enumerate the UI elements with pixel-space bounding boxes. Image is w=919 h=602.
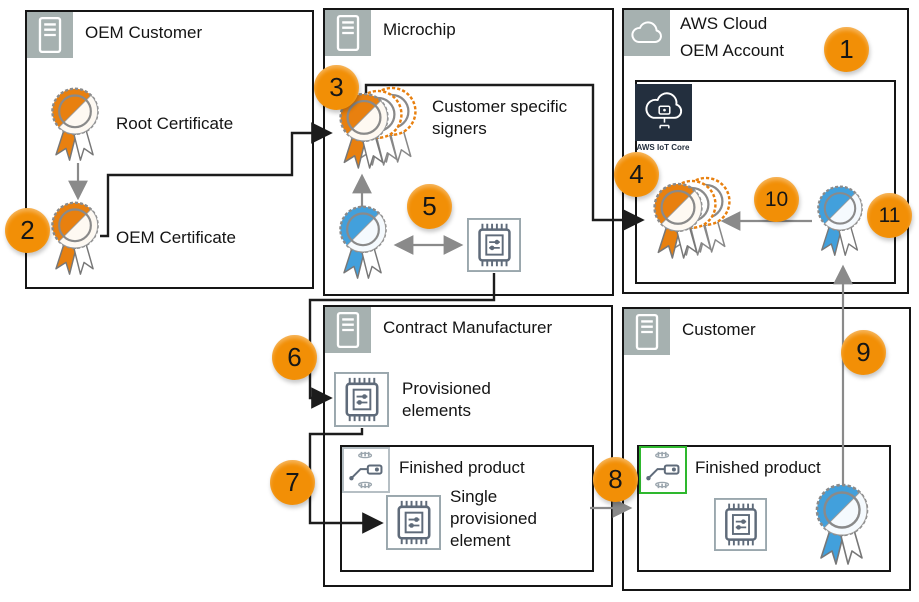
customer-specific-signers-label: Customer specific signers bbox=[432, 97, 568, 139]
oem-customer-header bbox=[27, 12, 73, 58]
aws-verification-certificate-icon bbox=[812, 184, 868, 257]
finished-product-board-icon-green bbox=[639, 446, 687, 494]
step-badge-5: 5 bbox=[407, 184, 452, 229]
customer-title: Customer bbox=[682, 320, 756, 339]
finished-product-cm-label: Finished product bbox=[399, 458, 525, 477]
step-badge-6: 6 bbox=[272, 335, 317, 380]
step-badge-8: 8 bbox=[593, 457, 638, 502]
box-oem-customer bbox=[25, 10, 314, 289]
customer-chip-icon bbox=[714, 497, 767, 552]
arrow-signers-to-aws bbox=[364, 83, 645, 231]
verification-certificate-icon bbox=[334, 204, 392, 280]
provisioned-elements-label: Provisioned elements bbox=[402, 379, 491, 421]
customer-header bbox=[624, 309, 670, 355]
step-badge-11: 11 bbox=[867, 193, 912, 238]
finished-product-customer-label: Finished product bbox=[695, 458, 821, 477]
box-customer bbox=[622, 307, 911, 591]
root-certificate-icon bbox=[46, 86, 104, 162]
box-microchip bbox=[323, 8, 614, 296]
box-aws-cloud bbox=[622, 8, 909, 294]
contract-manufacturer-header bbox=[325, 307, 371, 353]
step-badge-3: 3 bbox=[314, 65, 359, 110]
contract-manufacturer-title: Contract Manufacturer bbox=[383, 318, 553, 337]
step-badge-2: 2 bbox=[5, 208, 50, 253]
step-badge-7: 7 bbox=[270, 460, 315, 505]
secure-element-chip-icon bbox=[467, 217, 521, 273]
provisioned-elements-chip-icon bbox=[334, 371, 389, 428]
arrow-oem-cert-to-signers bbox=[100, 122, 333, 238]
arrow-chip-to-provisioned bbox=[308, 273, 496, 409]
aws-cloud-header bbox=[624, 10, 670, 56]
customer-device-certificate-icon bbox=[810, 482, 874, 566]
oem-certificate-icon bbox=[46, 200, 104, 276]
step-badge-10: 10 bbox=[754, 177, 799, 222]
aws-cloud-title-line1: AWS Cloud bbox=[680, 14, 768, 33]
microchip-header bbox=[325, 10, 371, 56]
box-contract-manufacturer bbox=[323, 305, 613, 587]
root-certificate-label: Root Certificate bbox=[116, 114, 234, 133]
aws-iot-core-icon bbox=[635, 84, 692, 141]
single-provisioned-element-chip-icon bbox=[386, 494, 441, 551]
step-badge-4: 4 bbox=[614, 152, 659, 197]
single-provisioned-element-label: Single provisioned element bbox=[450, 487, 537, 551]
microchip-title: Microchip bbox=[383, 20, 456, 39]
arrow-provisioned-to-single bbox=[308, 428, 384, 534]
box-finished-product-customer bbox=[637, 445, 891, 572]
step-badge-1: 1 bbox=[824, 27, 869, 72]
step-badge-9: 9 bbox=[841, 330, 886, 375]
finished-product-board-icon bbox=[342, 447, 390, 493]
aws-iot-core-label: AWS IoT Core bbox=[636, 143, 690, 152]
oem-certificate-label: OEM Certificate bbox=[116, 228, 236, 247]
aws-cloud-title-line2: OEM Account bbox=[680, 41, 784, 60]
oem-customer-title: OEM Customer bbox=[85, 23, 203, 42]
aws-signer-certificate-front-icon bbox=[648, 181, 708, 260]
